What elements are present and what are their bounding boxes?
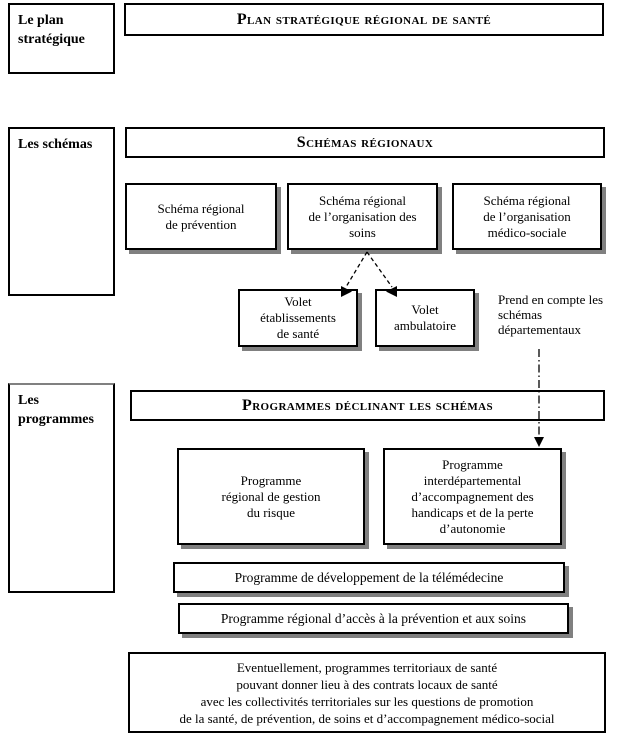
box-volet-etablissements: Volet établissements de santé xyxy=(238,289,358,347)
box-programme-gestion-risque-text: Programme régional de gestion du risque xyxy=(221,472,321,520)
box-programme-gestion-risque: Programme régional de gestion du risque xyxy=(177,448,365,545)
header-plan-text: Plan stratégique régional de santé xyxy=(236,10,492,28)
box-volet-etablissements-text: Volet établissements de santé xyxy=(260,294,336,341)
box-schema-organisation-soins: Schéma régional de l’organisation des so… xyxy=(287,183,438,250)
box-schema-medico-sociale-text: Schéma régional de l’organisation médico… xyxy=(483,192,571,240)
header-programmes-text: Programmes déclinant les schémas xyxy=(242,396,493,414)
row-label-les-programmes: Les programmes xyxy=(8,383,115,593)
box-volet-ambulatoire-text: Volet ambulatoire xyxy=(393,302,457,333)
bar-programme-telemedecine-text: Programme de développement de la téléméd… xyxy=(234,569,504,585)
box-schema-organisation-soins-text: Schéma régional de l’organisation des so… xyxy=(308,192,417,240)
bar-programme-acces-text: Programme régional d’accès à la préventi… xyxy=(220,610,527,626)
note-schemas-departementaux: Prend en compte les schémas départementa… xyxy=(498,292,604,337)
dashed-arrow-to-volet-ambulatoire xyxy=(366,251,393,288)
arrowhead-programme-interdepartemental-icon xyxy=(534,437,544,447)
box-programmes-territoriaux-text: Eventuellement, programmes territoriaux … xyxy=(179,659,555,726)
row-label-programmes-text: Les programmes xyxy=(18,393,94,427)
header-programmes-declinant: Programmes déclinant les schémas xyxy=(130,390,605,421)
header-schemas-text: Schémas régionaux xyxy=(296,133,434,151)
box-schema-medico-sociale: Schéma régional de l’organisation médico… xyxy=(452,183,602,250)
box-schema-prevention: Schéma régional de prévention xyxy=(125,183,277,250)
header-schemas-regionaux: Schémas régionaux xyxy=(125,127,605,158)
row-label-plan-strategique: Le plan stratégique xyxy=(8,3,115,74)
bar-programme-telemedecine: Programme de développement de la téléméd… xyxy=(173,562,565,593)
row-label-schemas-text: Les schémas xyxy=(18,137,93,152)
header-plan-strategique-regional: Plan stratégique régional de santé xyxy=(124,3,604,36)
box-programmes-territoriaux: Eventuellement, programmes territoriaux … xyxy=(128,652,606,733)
bar-programme-acces-prevention-soins: Programme régional d’accès à la préventi… xyxy=(178,603,569,634)
box-volet-ambulatoire: Volet ambulatoire xyxy=(375,289,475,347)
box-programme-interdepartemental-text: Programme interdépartemental d’accompagn… xyxy=(411,456,534,536)
dashed-arrow-to-volet-etablissements xyxy=(345,251,368,288)
row-label-les-schemas: Les schémas xyxy=(8,127,115,296)
box-schema-prevention-text: Schéma régional de prévention xyxy=(157,200,245,232)
box-programme-interdepartemental: Programme interdépartemental d’accompagn… xyxy=(383,448,562,545)
row-label-plan-text: Le plan stratégique xyxy=(18,13,85,47)
